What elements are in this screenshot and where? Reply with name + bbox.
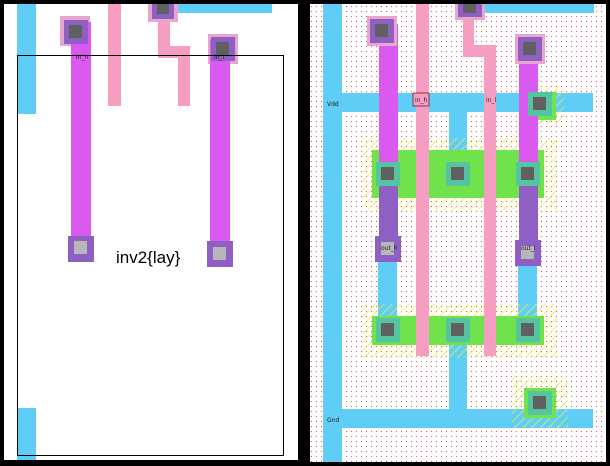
via-out-h-square xyxy=(381,242,394,255)
left-via-square-out xyxy=(213,247,226,260)
pmos-contact-right-cut xyxy=(521,167,534,180)
label-in-h-box: in_h xyxy=(415,97,427,104)
contact-square-in xyxy=(375,24,388,37)
nmos-contact-mid-cut xyxy=(451,323,464,336)
left-metal1-rail-bottom xyxy=(17,408,36,460)
poly-layer xyxy=(416,4,496,356)
left-metal2-wire-in xyxy=(71,22,91,252)
metal2-in-wire-lower xyxy=(379,176,398,248)
metal2-in-wire-upper xyxy=(379,24,398,176)
label-out-l: out_l xyxy=(521,245,536,252)
substrate-contact-cut xyxy=(533,396,546,409)
port-label-in: in_h xyxy=(76,54,88,61)
left-metal1-rail-top xyxy=(17,4,36,114)
poly-gate-left xyxy=(416,4,429,356)
left-metal1-top-bar xyxy=(172,4,272,13)
cell-instance-outline[interactable] xyxy=(17,55,284,456)
label-in-l-top: in_l xyxy=(486,97,496,104)
label-vdd: Vdd xyxy=(327,101,339,108)
right-layout-window[interactable]: in_h Vdd in_l out_h out_l Gnd xyxy=(310,4,606,462)
pmos-contact-left-cut xyxy=(381,167,394,180)
left-via-square-in xyxy=(74,241,87,254)
nmos-contact-right-cut xyxy=(521,323,534,336)
port-label-out: in_l xyxy=(214,54,224,61)
left-contact-square-out xyxy=(216,42,229,55)
via-out-l-square xyxy=(521,246,534,259)
label-out-h: out_h xyxy=(381,245,398,252)
left-window-background xyxy=(4,4,298,460)
left-contact-square-in xyxy=(69,25,82,38)
nmos-contact-left-cut xyxy=(381,323,394,336)
contact-square-top xyxy=(463,4,476,13)
labels-layer: in_h Vdd in_l out_h out_l Gnd xyxy=(327,92,536,424)
label-gnd: Gnd xyxy=(327,417,339,424)
metal1-top-right-bar xyxy=(476,4,594,13)
metal1-left-vertical xyxy=(323,4,342,462)
poly-gate-right xyxy=(463,4,496,356)
well-contact-cut xyxy=(533,97,546,110)
contact-square-out xyxy=(523,42,536,55)
left-layout-window[interactable]: in_h in_l inv2{lay} xyxy=(4,4,298,460)
cell-instance-name: inv2{lay} xyxy=(116,248,181,267)
pmos-contact-mid-cut xyxy=(451,167,464,180)
in-h-label-box[interactable] xyxy=(412,92,430,107)
left-metal2-wire-out xyxy=(210,40,230,256)
metal2-out-wire-lower xyxy=(519,176,538,248)
contacts-layer xyxy=(367,4,552,415)
left-contact-square-top xyxy=(157,4,169,14)
